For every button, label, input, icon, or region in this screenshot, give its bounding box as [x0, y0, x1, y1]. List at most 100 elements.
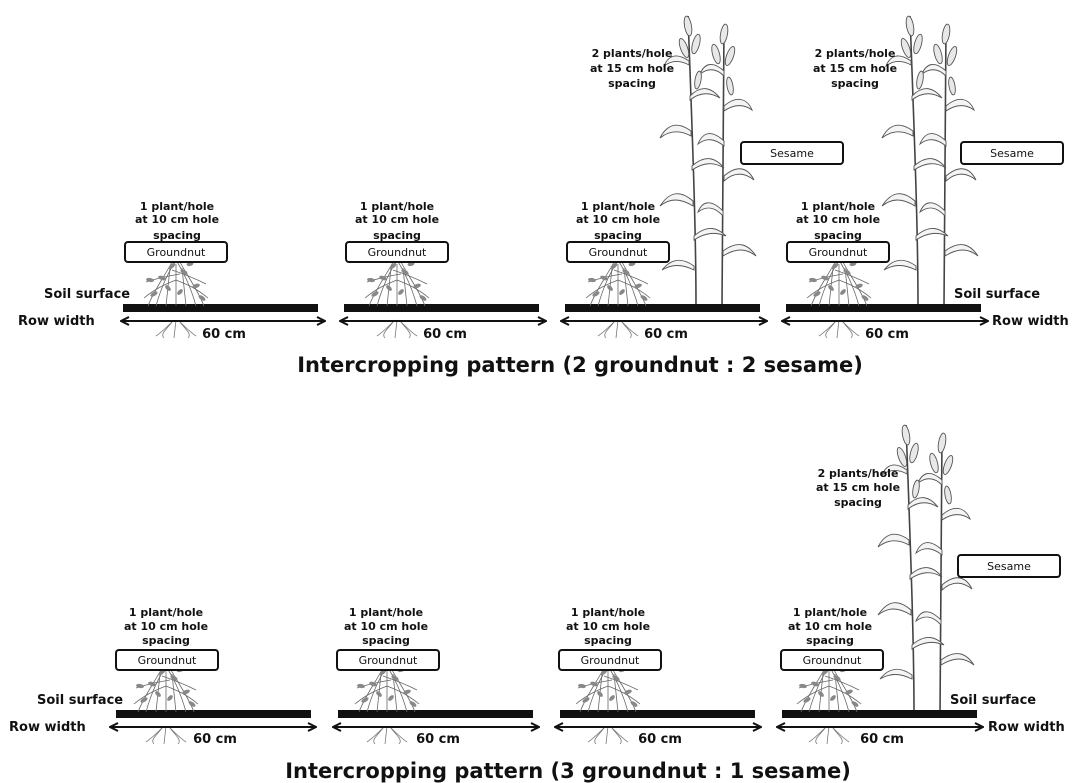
svg-text:2 plants/hole: 2 plants/hole — [815, 47, 896, 60]
row-width-value: 60 cm — [865, 327, 909, 342]
svg-text:at 10 cm hole: at 10 cm hole — [566, 620, 650, 633]
soil-bar — [116, 710, 311, 718]
svg-text:spacing: spacing — [806, 634, 854, 647]
row-width-value: 60 cm — [202, 327, 246, 342]
row-width-value: 60 cm — [423, 327, 467, 342]
svg-text:Groundnut: Groundnut — [581, 654, 640, 667]
svg-text:Groundnut: Groundnut — [589, 246, 648, 259]
soil-surface-label: Soil surface — [37, 693, 123, 708]
svg-text:at 10 cm hole: at 10 cm hole — [124, 620, 208, 633]
svg-text:1 plant/hole: 1 plant/hole — [349, 606, 423, 619]
groundnut-plant — [796, 665, 862, 745]
soil-bar — [344, 304, 539, 312]
soil-bar — [560, 710, 755, 718]
svg-text:at 10 cm hole: at 10 cm hole — [796, 213, 880, 226]
svg-text:at 10 cm hole: at 10 cm hole — [576, 213, 660, 226]
soil-bar — [782, 710, 977, 718]
svg-text:spacing: spacing — [142, 634, 190, 647]
soil-bar — [338, 710, 533, 718]
soil-bar — [786, 304, 981, 312]
row-width-value: 60 cm — [644, 327, 688, 342]
svg-text:at 10 cm hole: at 10 cm hole — [135, 213, 219, 226]
row-width-label: Row width — [992, 314, 1069, 329]
row-width-label: Row width — [988, 720, 1065, 735]
panel-title: Intercropping pattern (3 groundnut : 1 s… — [285, 759, 851, 783]
svg-text:1 plant/hole: 1 plant/hole — [793, 606, 867, 619]
groundnut-note: 1 plant/hole at 10 cm hole spacing — [788, 606, 872, 647]
groundnut-label-box: Groundnut — [566, 241, 670, 263]
soil-bar — [123, 304, 318, 312]
groundnut-label-box: Groundnut — [780, 649, 884, 671]
row-width-value: 60 cm — [860, 732, 904, 747]
soil-bar — [565, 304, 760, 312]
svg-text:1 plant/hole: 1 plant/hole — [360, 200, 434, 213]
svg-text:2 plants/hole: 2 plants/hole — [818, 467, 899, 480]
svg-text:spacing: spacing — [362, 634, 410, 647]
svg-text:spacing: spacing — [814, 229, 862, 242]
svg-text:spacing: spacing — [153, 229, 201, 242]
groundnut-plant — [806, 259, 872, 339]
svg-text:Groundnut: Groundnut — [809, 246, 868, 259]
svg-text:Sesame: Sesame — [987, 560, 1031, 573]
svg-text:spacing: spacing — [373, 229, 421, 242]
groundnut-note: 1 plant/hole at 10 cm hole spacing — [576, 200, 660, 242]
svg-text:1 plant/hole: 1 plant/hole — [129, 606, 203, 619]
panel-2-to-2: 60 cm 60 cm 60 cm 60 cm Soil surface Row… — [18, 14, 1069, 377]
groundnut-label-box: Groundnut — [558, 649, 662, 671]
row-width-value: 60 cm — [193, 732, 237, 747]
groundnut-note: 1 plant/hole at 10 cm hole spacing — [355, 200, 439, 242]
row-width-value: 60 cm — [416, 732, 460, 747]
svg-text:1 plant/hole: 1 plant/hole — [801, 200, 875, 213]
groundnut-note: 1 plant/hole at 10 cm hole spacing — [135, 200, 219, 242]
svg-text:Groundnut: Groundnut — [147, 246, 206, 259]
svg-text:1 plant/hole: 1 plant/hole — [581, 200, 655, 213]
panel-title: Intercropping pattern (2 groundnut : 2 s… — [297, 353, 863, 377]
svg-text:Sesame: Sesame — [770, 147, 814, 160]
groundnut-plant — [133, 665, 199, 745]
soil-surface-label: Soil surface — [954, 287, 1040, 302]
svg-text:Sesame: Sesame — [990, 147, 1034, 160]
svg-text:at 15 cm hole: at 15 cm hole — [813, 62, 897, 75]
svg-text:Groundnut: Groundnut — [138, 654, 197, 667]
sesame-note: 2 plants/hole at 15 cm hole spacing — [813, 47, 897, 90]
svg-text:spacing: spacing — [608, 77, 656, 90]
svg-text:1 plant/hole: 1 plant/hole — [140, 200, 214, 213]
sesame-note: 2 plants/hole at 15 cm hole spacing — [816, 467, 900, 509]
groundnut-plant — [364, 259, 430, 339]
svg-text:at 10 cm hole: at 10 cm hole — [355, 213, 439, 226]
svg-text:at 10 cm hole: at 10 cm hole — [344, 620, 428, 633]
sesame-label-box: Sesame — [740, 141, 844, 165]
sesame-note: 2 plants/hole at 15 cm hole spacing — [590, 47, 674, 90]
svg-text:Groundnut: Groundnut — [368, 246, 427, 259]
groundnut-note: 1 plant/hole at 10 cm hole spacing — [796, 200, 880, 242]
svg-text:1 plant/hole: 1 plant/hole — [571, 606, 645, 619]
groundnut-plant — [354, 665, 420, 745]
svg-text:spacing: spacing — [594, 229, 642, 242]
groundnut-label-box: Groundnut — [786, 241, 890, 263]
svg-text:spacing: spacing — [584, 634, 632, 647]
groundnut-label-box: Groundnut — [336, 649, 440, 671]
groundnut-label-box: Groundnut — [124, 241, 228, 263]
svg-text:spacing: spacing — [834, 496, 882, 509]
groundnut-note: 1 plant/hole at 10 cm hole spacing — [566, 606, 650, 647]
svg-text:spacing: spacing — [831, 77, 879, 90]
svg-text:Groundnut: Groundnut — [359, 654, 418, 667]
groundnut-plant — [575, 665, 641, 745]
groundnut-label-box: Groundnut — [115, 649, 219, 671]
groundnut-note: 1 plant/hole at 10 cm hole spacing — [124, 606, 208, 647]
svg-text:at 15 cm hole: at 15 cm hole — [816, 481, 900, 494]
soil-surface-label: Soil surface — [44, 287, 130, 302]
svg-text:Groundnut: Groundnut — [803, 654, 862, 667]
groundnut-label-box: Groundnut — [345, 241, 449, 263]
svg-text:at 15 cm hole: at 15 cm hole — [590, 62, 674, 75]
row-width-label: Row width — [18, 314, 95, 329]
groundnut-plant — [585, 259, 651, 339]
groundnut-plant — [143, 259, 209, 339]
svg-text:at 10 cm hole: at 10 cm hole — [788, 620, 872, 633]
svg-text:2 plants/hole: 2 plants/hole — [592, 47, 673, 60]
groundnut-note: 1 plant/hole at 10 cm hole spacing — [344, 606, 428, 647]
sesame-label-box: Sesame — [960, 141, 1064, 165]
soil-surface-label: Soil surface — [950, 693, 1036, 708]
sesame-label-box: Sesame — [957, 554, 1061, 578]
